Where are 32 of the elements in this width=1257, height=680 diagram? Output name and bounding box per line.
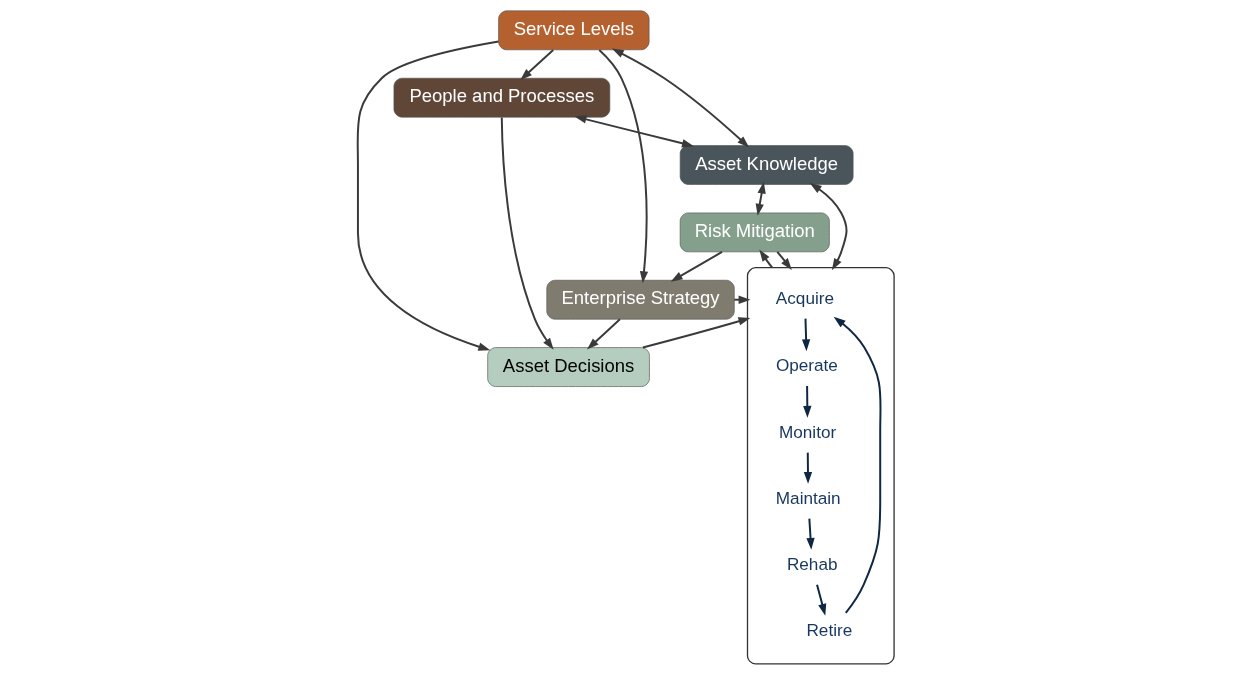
node-box: People and Processes: [393, 77, 611, 118]
node-box: Risk Mitigation: [679, 212, 830, 253]
node-box: Asset Knowledge: [679, 145, 854, 185]
node-text: Acquire: [775, 287, 835, 308]
arrow: [356, 40, 500, 351]
arrow: [803, 384, 812, 418]
arrow: [670, 250, 723, 282]
arrow: [806, 517, 815, 550]
arrow: [574, 115, 694, 148]
arrow: [520, 48, 555, 81]
node-box: Asset Decisions: [487, 347, 650, 387]
node-text: Monitor: [778, 421, 837, 442]
node-text: Rehab: [786, 553, 838, 574]
arrow: [809, 182, 848, 271]
arrow: [611, 48, 750, 148]
node-text: Operate: [775, 355, 838, 376]
arrow: [500, 116, 554, 350]
arrow: [598, 49, 649, 284]
arrow: [833, 316, 882, 614]
arrow: [816, 583, 827, 616]
cluster: [746, 267, 895, 665]
node-text: Maintain: [775, 487, 841, 508]
arrow: [733, 295, 751, 304]
arrow: [759, 249, 774, 269]
node-box: Service Levels: [498, 10, 650, 51]
arrow: [641, 317, 751, 349]
node-box: Enterprise Strategy: [546, 279, 735, 320]
arrow: [803, 451, 813, 484]
arrow: [801, 317, 811, 352]
node-text: Retire: [806, 620, 853, 640]
arrow: [587, 318, 621, 350]
arrow: [776, 250, 792, 271]
